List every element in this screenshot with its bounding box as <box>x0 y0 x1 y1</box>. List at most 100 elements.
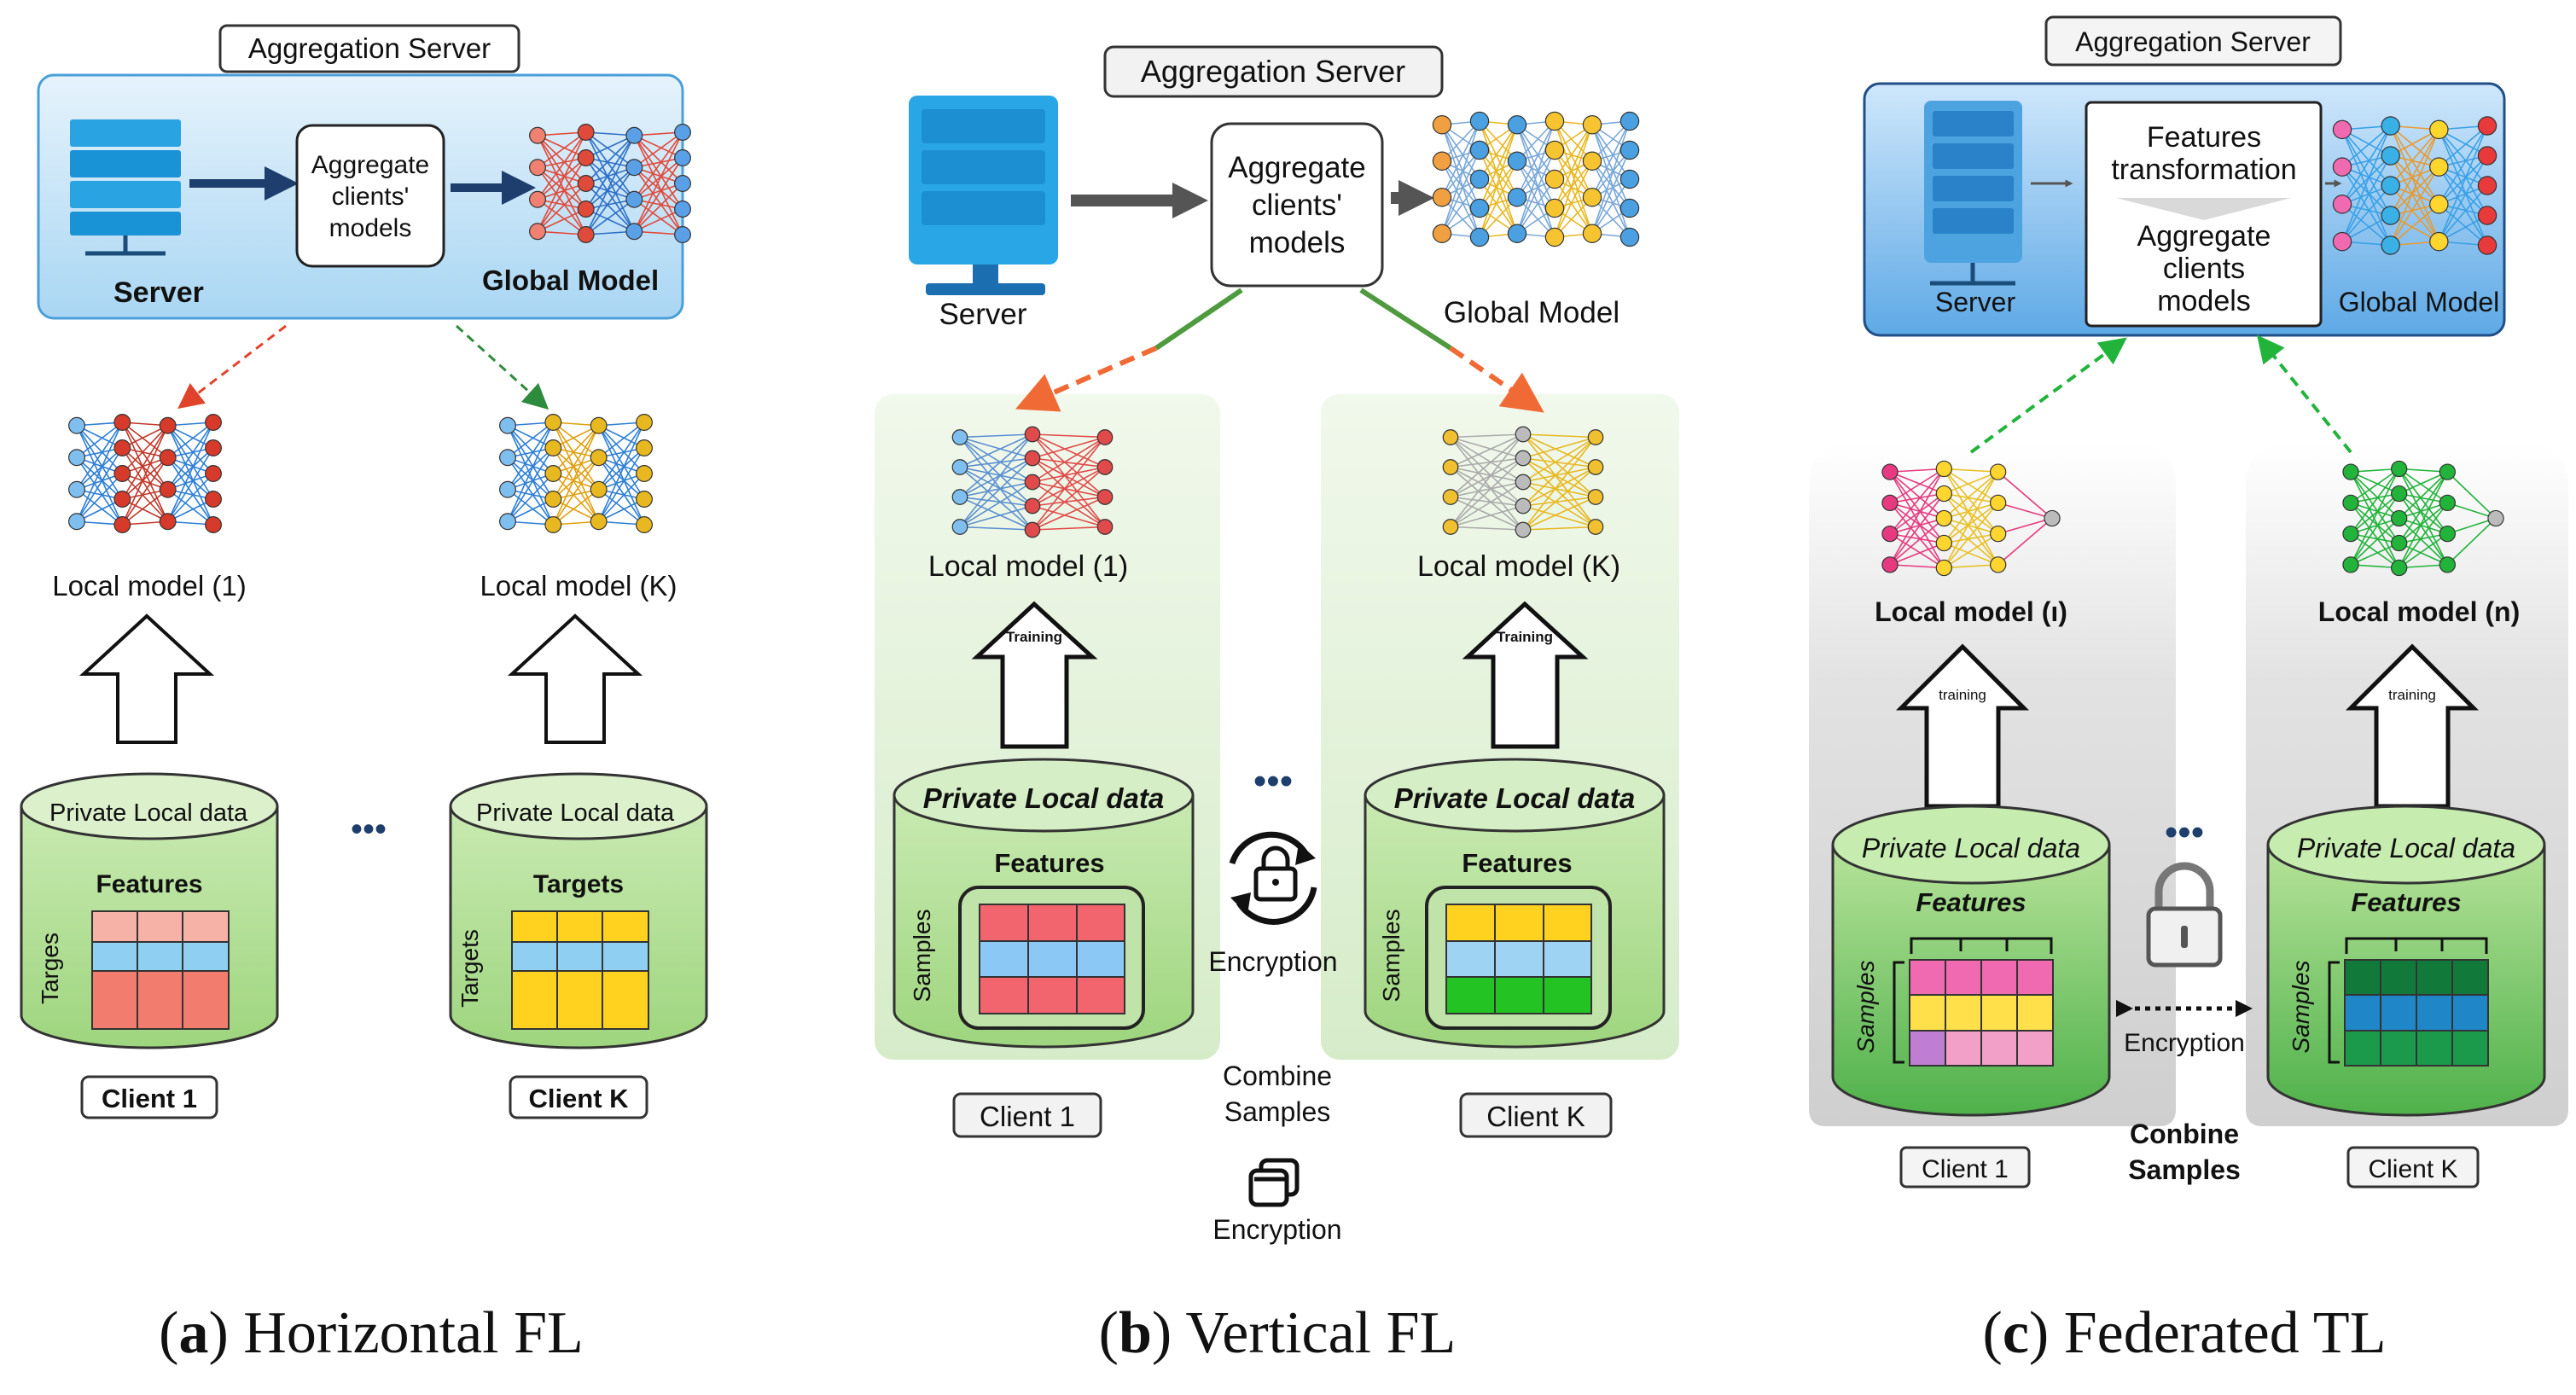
network-edge <box>507 421 554 458</box>
client-k-features-label-b: Features <box>1462 848 1572 878</box>
network-edge <box>2389 125 2440 242</box>
network-edge <box>1441 160 1480 238</box>
network-node <box>1587 489 1604 505</box>
network-edge <box>2389 155 2440 242</box>
network-edge <box>552 489 600 526</box>
encryption-lock-cycle-icon <box>1229 831 1317 925</box>
network-edge <box>1554 120 1593 198</box>
network-node <box>1442 489 1459 505</box>
network-node <box>1881 556 1899 573</box>
network-edge <box>2390 129 2439 187</box>
network-node <box>1432 188 1452 207</box>
network-edge <box>1943 471 1999 520</box>
network-edge <box>1997 517 2053 535</box>
network-edge <box>1591 120 1631 235</box>
network-edge <box>2438 125 2488 242</box>
aggregate-b-line-2: clients' <box>1252 189 1342 222</box>
network-edge <box>1943 502 1999 544</box>
network-edge <box>1591 160 1631 209</box>
network-edge <box>1554 120 1593 235</box>
network-edge <box>2341 125 2392 242</box>
network-node <box>113 414 131 431</box>
network-node <box>674 124 691 141</box>
client-k-features-label-c: Features <box>2351 887 2461 917</box>
network-node <box>2381 235 2400 255</box>
network-edge <box>76 489 123 526</box>
network-node <box>1619 169 1640 189</box>
network-node <box>113 491 131 508</box>
client-k-badge <box>509 1075 648 1119</box>
network-node <box>1096 459 1114 475</box>
network-edge <box>2438 184 2488 242</box>
local-model-k-icon-c <box>2342 460 2504 577</box>
network-edge <box>959 481 1033 498</box>
up-arrow-1-c <box>1895 643 2030 809</box>
network-node <box>577 149 595 166</box>
network-edge <box>633 135 683 159</box>
network-node <box>2381 146 2400 166</box>
network-edge <box>598 425 645 474</box>
caption-c-letter: c <box>2003 1300 2029 1366</box>
network-edge <box>1450 433 1524 468</box>
network-node <box>2332 119 2352 140</box>
network-edge <box>1997 517 2053 566</box>
caption-b-letter: b <box>1119 1300 1152 1366</box>
network-edge <box>2350 517 2399 535</box>
panel-c: Aggregation Server Server Features trans… <box>1809 15 2568 1366</box>
network-edge <box>121 489 169 526</box>
network-edge <box>121 456 169 500</box>
network-edge <box>585 131 635 168</box>
network-edge <box>1591 149 1631 235</box>
network-edge <box>1591 124 1631 209</box>
up-arrow-k-c <box>2345 643 2480 809</box>
encryption-copy-icon <box>1248 1158 1300 1207</box>
network-node <box>951 459 968 475</box>
network-edge <box>1591 124 1631 180</box>
network-node <box>2439 525 2456 543</box>
network-edge <box>597 421 645 522</box>
training-label-1-c: training <box>1939 687 1986 703</box>
network-edge <box>959 496 1033 507</box>
network-node <box>68 480 85 498</box>
network-node <box>1935 534 1952 552</box>
network-edge <box>1032 433 1106 468</box>
network-edge <box>537 166 587 210</box>
network-edge <box>633 208 683 232</box>
client-k-data-title: Private Local data <box>476 799 675 827</box>
network-node <box>113 516 131 533</box>
client-1-badge <box>80 1075 218 1119</box>
network-node <box>2332 157 2352 177</box>
network-edge <box>633 166 683 210</box>
network-edge <box>507 425 554 474</box>
network-edge <box>1522 526 1596 531</box>
network-edge <box>598 421 645 458</box>
network-node <box>499 449 516 467</box>
client-k-label-c: Client K <box>2368 1155 2457 1183</box>
network-edge <box>1554 124 1593 238</box>
network-edge <box>166 425 214 500</box>
network-node <box>951 489 968 505</box>
network-edge <box>121 421 169 522</box>
network-edge <box>76 425 124 526</box>
caption-c: (c) Federated TL <box>1983 1300 2387 1366</box>
network-edge <box>1479 178 1518 235</box>
network-edge <box>2438 129 2488 216</box>
network-edge <box>2438 129 2488 246</box>
network-edge <box>1032 436 1106 483</box>
client-1-label-b: Client 1 <box>980 1101 1075 1132</box>
network-edge <box>1450 481 1524 528</box>
network-node <box>1881 525 1899 543</box>
client-1-data-title: Private Local data <box>49 799 248 827</box>
global-model-label: Global Model <box>482 264 659 296</box>
network-edge <box>2350 502 2399 520</box>
server-label: Server <box>113 276 204 309</box>
network-edge <box>1450 496 1524 507</box>
server-box-label-c <box>2044 15 2342 67</box>
client-1-label-c: Client 1 <box>1922 1155 2009 1183</box>
network-edge <box>2341 129 2392 216</box>
network-edge <box>1032 466 1106 507</box>
network-edge <box>2390 154 2439 205</box>
network-edge <box>1889 502 1945 544</box>
network-node <box>529 190 546 208</box>
training-label-k-b: Training <box>1497 629 1553 645</box>
